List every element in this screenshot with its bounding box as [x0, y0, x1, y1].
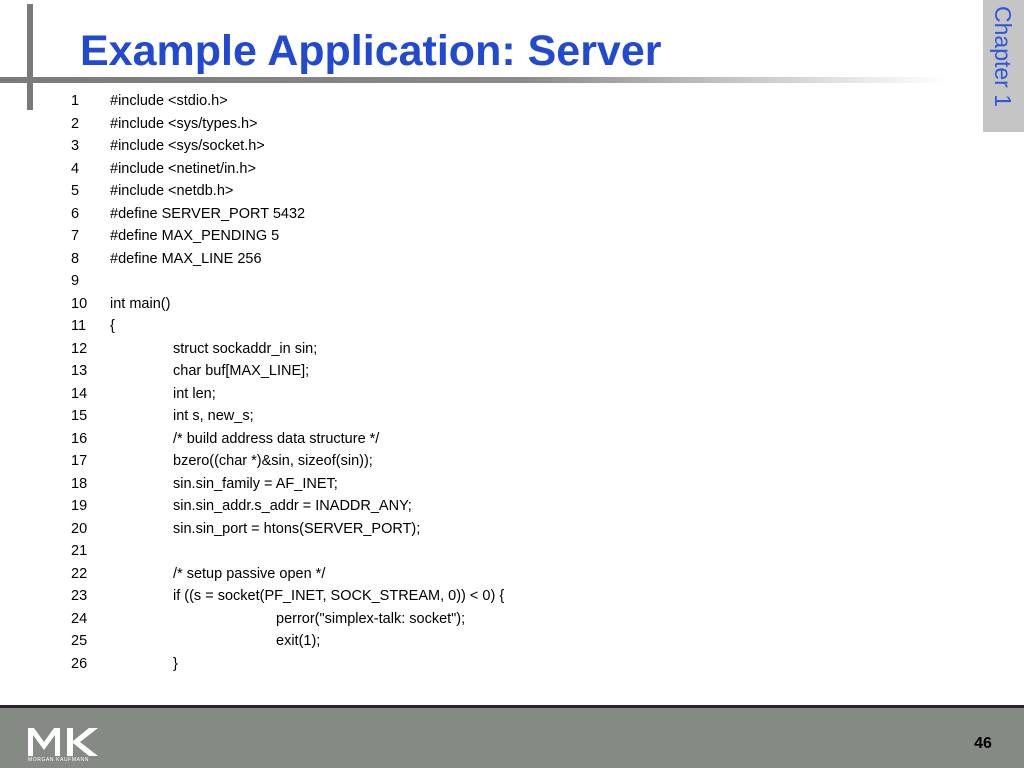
code-line: 13 char buf[MAX_LINE];: [0, 360, 960, 383]
code-line: 16 /* build address data structure */: [0, 428, 960, 451]
line-number: 4: [71, 160, 80, 177]
code-text: #include <sys/types.h>: [110, 115, 258, 132]
code-text: #include <stdio.h>: [110, 93, 228, 109]
code-text: sin.sin_port = htons(SERVER_PORT);: [173, 520, 421, 537]
code-text: exit(1);: [276, 633, 321, 649]
code-text: bzero((char *)&sin, sizeof(sin));: [173, 453, 373, 469]
code-text: sin.sin_addr.s_addr = INADDR_ANY;: [173, 498, 412, 514]
code-line: 20 sin.sin_port = htons(SERVER_PORT);: [0, 518, 960, 541]
code-line: 25 exit(1);: [0, 630, 960, 653]
line-number: 8: [71, 250, 80, 267]
code-line: 15 int s, new_s;: [0, 405, 960, 428]
code-line: 17 bzero((char *)&sin, sizeof(sin));: [0, 450, 960, 473]
line-number: 10: [71, 295, 88, 312]
line-number: 11: [71, 318, 87, 334]
chapter-tab: [983, 0, 1024, 132]
code-text: int len;: [173, 385, 216, 402]
code-line: 11 {: [0, 315, 960, 338]
code-text: #define MAX_LINE 256: [110, 250, 262, 267]
line-number: 14: [71, 385, 88, 402]
code-line: 2 #include <sys/types.h>: [0, 113, 960, 136]
code-line: 5 #include <netdb.h>: [0, 180, 960, 203]
code-text: }: [173, 655, 178, 672]
line-number: 26: [71, 655, 88, 672]
line-number: 15: [71, 408, 88, 424]
code-line: 10 int main(): [0, 293, 960, 316]
line-number: 17: [71, 453, 88, 469]
code-line: 8 #define MAX_LINE 256: [0, 248, 960, 271]
chapter-label: Chapter 1: [990, 6, 1016, 108]
line-number: 25: [71, 633, 88, 649]
line-number: 18: [71, 475, 88, 492]
line-number: 19: [71, 498, 88, 514]
code-text: sin.sin_family = AF_INET;: [173, 475, 338, 492]
footer-bar: MORGAN KAUFMANN 46: [0, 705, 1024, 768]
code-text: int main(): [110, 295, 171, 312]
code-line: 23 if ((s = socket(PF_INET, SOCK_STREAM, …: [0, 585, 960, 608]
code-line: 6 #define SERVER_PORT 5432: [0, 203, 960, 226]
line-number: 21: [71, 543, 88, 559]
code-text: if ((s = socket(PF_INET, SOCK_STREAM, 0)…: [173, 588, 505, 604]
publisher-name: MORGAN KAUFMANN: [28, 757, 89, 763]
slide-title: Example Application: Server: [80, 27, 662, 75]
code-line: 18 sin.sin_family = AF_INET;: [0, 473, 960, 496]
line-number: 20: [71, 520, 88, 537]
line-number: 12: [71, 340, 88, 357]
code-text: #include <sys/socket.h>: [110, 138, 265, 154]
code-line: 24 perror("simplex-talk: socket");: [0, 608, 960, 631]
code-line: 22 /* setup passive open */: [0, 563, 960, 586]
code-text: struct sockaddr_in sin;: [173, 340, 318, 357]
code-text: /* setup passive open */: [173, 565, 326, 582]
code-line: 7 #define MAX_PENDING 5: [0, 225, 960, 248]
line-number: 2: [71, 115, 80, 132]
code-line: 1 #include <stdio.h>: [0, 90, 960, 113]
code-text: perror("simplex-talk: socket");: [276, 610, 466, 627]
line-number: 22: [71, 565, 88, 582]
line-number: 13: [71, 363, 88, 379]
title-underline: [0, 77, 945, 83]
code-line: 3 #include <sys/socket.h>: [0, 135, 960, 158]
code-text: {: [110, 318, 115, 334]
code-listing: 1 #include <stdio.h> 2 #include <sys/types.…: [0, 90, 960, 675]
code-line: 12 struct sockaddr_in sin;: [0, 338, 960, 361]
line-number: 6: [71, 205, 80, 222]
code-line: 9: [0, 270, 960, 293]
code-line: 26}: [0, 653, 960, 676]
code-text: int s, new_s;: [173, 408, 254, 424]
code-line: 14 int len;: [0, 383, 960, 406]
vertical-accent-line: [27, 4, 33, 110]
code-text: #include <netinet/in.h>: [110, 160, 256, 177]
line-number: 5: [71, 183, 80, 199]
line-number: 24: [71, 610, 88, 627]
code-text: #define MAX_PENDING 5: [110, 228, 280, 244]
line-number: 7: [71, 228, 80, 244]
code-line: 21: [0, 540, 960, 563]
code-text: char buf[MAX_LINE];: [173, 363, 310, 379]
mk-logo-icon: [28, 728, 98, 756]
code-text: /* build address data structure */: [173, 430, 380, 447]
code-line: 19 sin.sin_addr.s_addr = INADDR_ANY;: [0, 495, 960, 518]
line-number: 1: [71, 93, 80, 109]
code-line: 4 #include <netinet/in.h>: [0, 158, 960, 181]
line-number: 16: [71, 430, 88, 447]
line-number: 23: [71, 588, 88, 604]
page-number: 46: [974, 735, 992, 752]
code-text: #define SERVER_PORT 5432: [110, 205, 306, 222]
line-number: 3: [71, 138, 80, 154]
code-text: #include <netdb.h>: [110, 183, 234, 199]
line-number: 9: [71, 273, 80, 289]
